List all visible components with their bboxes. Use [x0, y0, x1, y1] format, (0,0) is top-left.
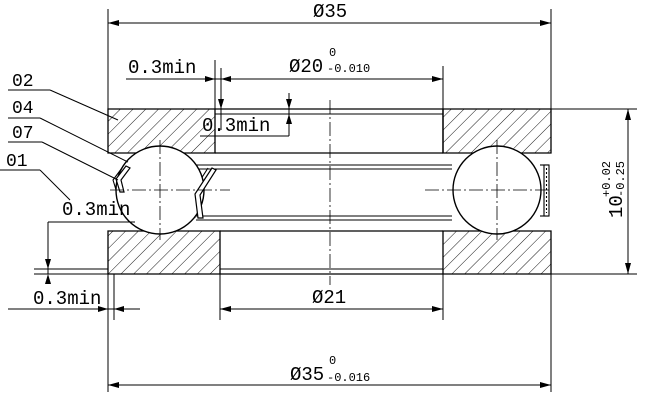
dim-chamfer-top-left: 0.3min	[128, 57, 196, 79]
center-lines	[110, 100, 550, 285]
part-label-07: 07	[12, 124, 34, 144]
dim-height-lower: -0.25	[614, 161, 628, 197]
bottom-washer	[107, 230, 552, 275]
dim-height-group: 10 +0.02 -0.25	[600, 161, 628, 218]
arrowheads	[45, 20, 631, 388]
dim-bottom-overall: Ø35	[290, 364, 324, 386]
top-washer	[107, 108, 552, 154]
dim-housing-bore: Ø21	[312, 287, 346, 309]
part-leaders	[0, 89, 129, 201]
part-label-04: 04	[12, 99, 34, 119]
dim-shaft-bore-upper: 0	[329, 46, 336, 60]
labels: 02 04 07 01 Ø35 0.3min Ø20 0 -0.010 0.3m…	[6, 1, 628, 386]
part-label-02: 02	[12, 72, 34, 92]
dim-chamfer-mid-left: 0.3min	[62, 199, 130, 221]
dim-bottom-lower: -0.016	[327, 371, 370, 385]
dim-chamfer-top-inner: 0.3min	[202, 115, 270, 137]
dim-bottom-upper: 0	[329, 354, 336, 368]
dim-shaft-bore-lower: -0.010	[327, 62, 370, 76]
dim-shaft-bore: Ø20	[289, 56, 323, 78]
dim-height: 10	[606, 195, 628, 218]
dim-height-upper: +0.02	[600, 161, 614, 197]
dim-top-overall: Ø35	[313, 1, 347, 23]
dim-chamfer-bottom: 0.3min	[33, 288, 101, 310]
part-label-01: 01	[6, 152, 28, 172]
